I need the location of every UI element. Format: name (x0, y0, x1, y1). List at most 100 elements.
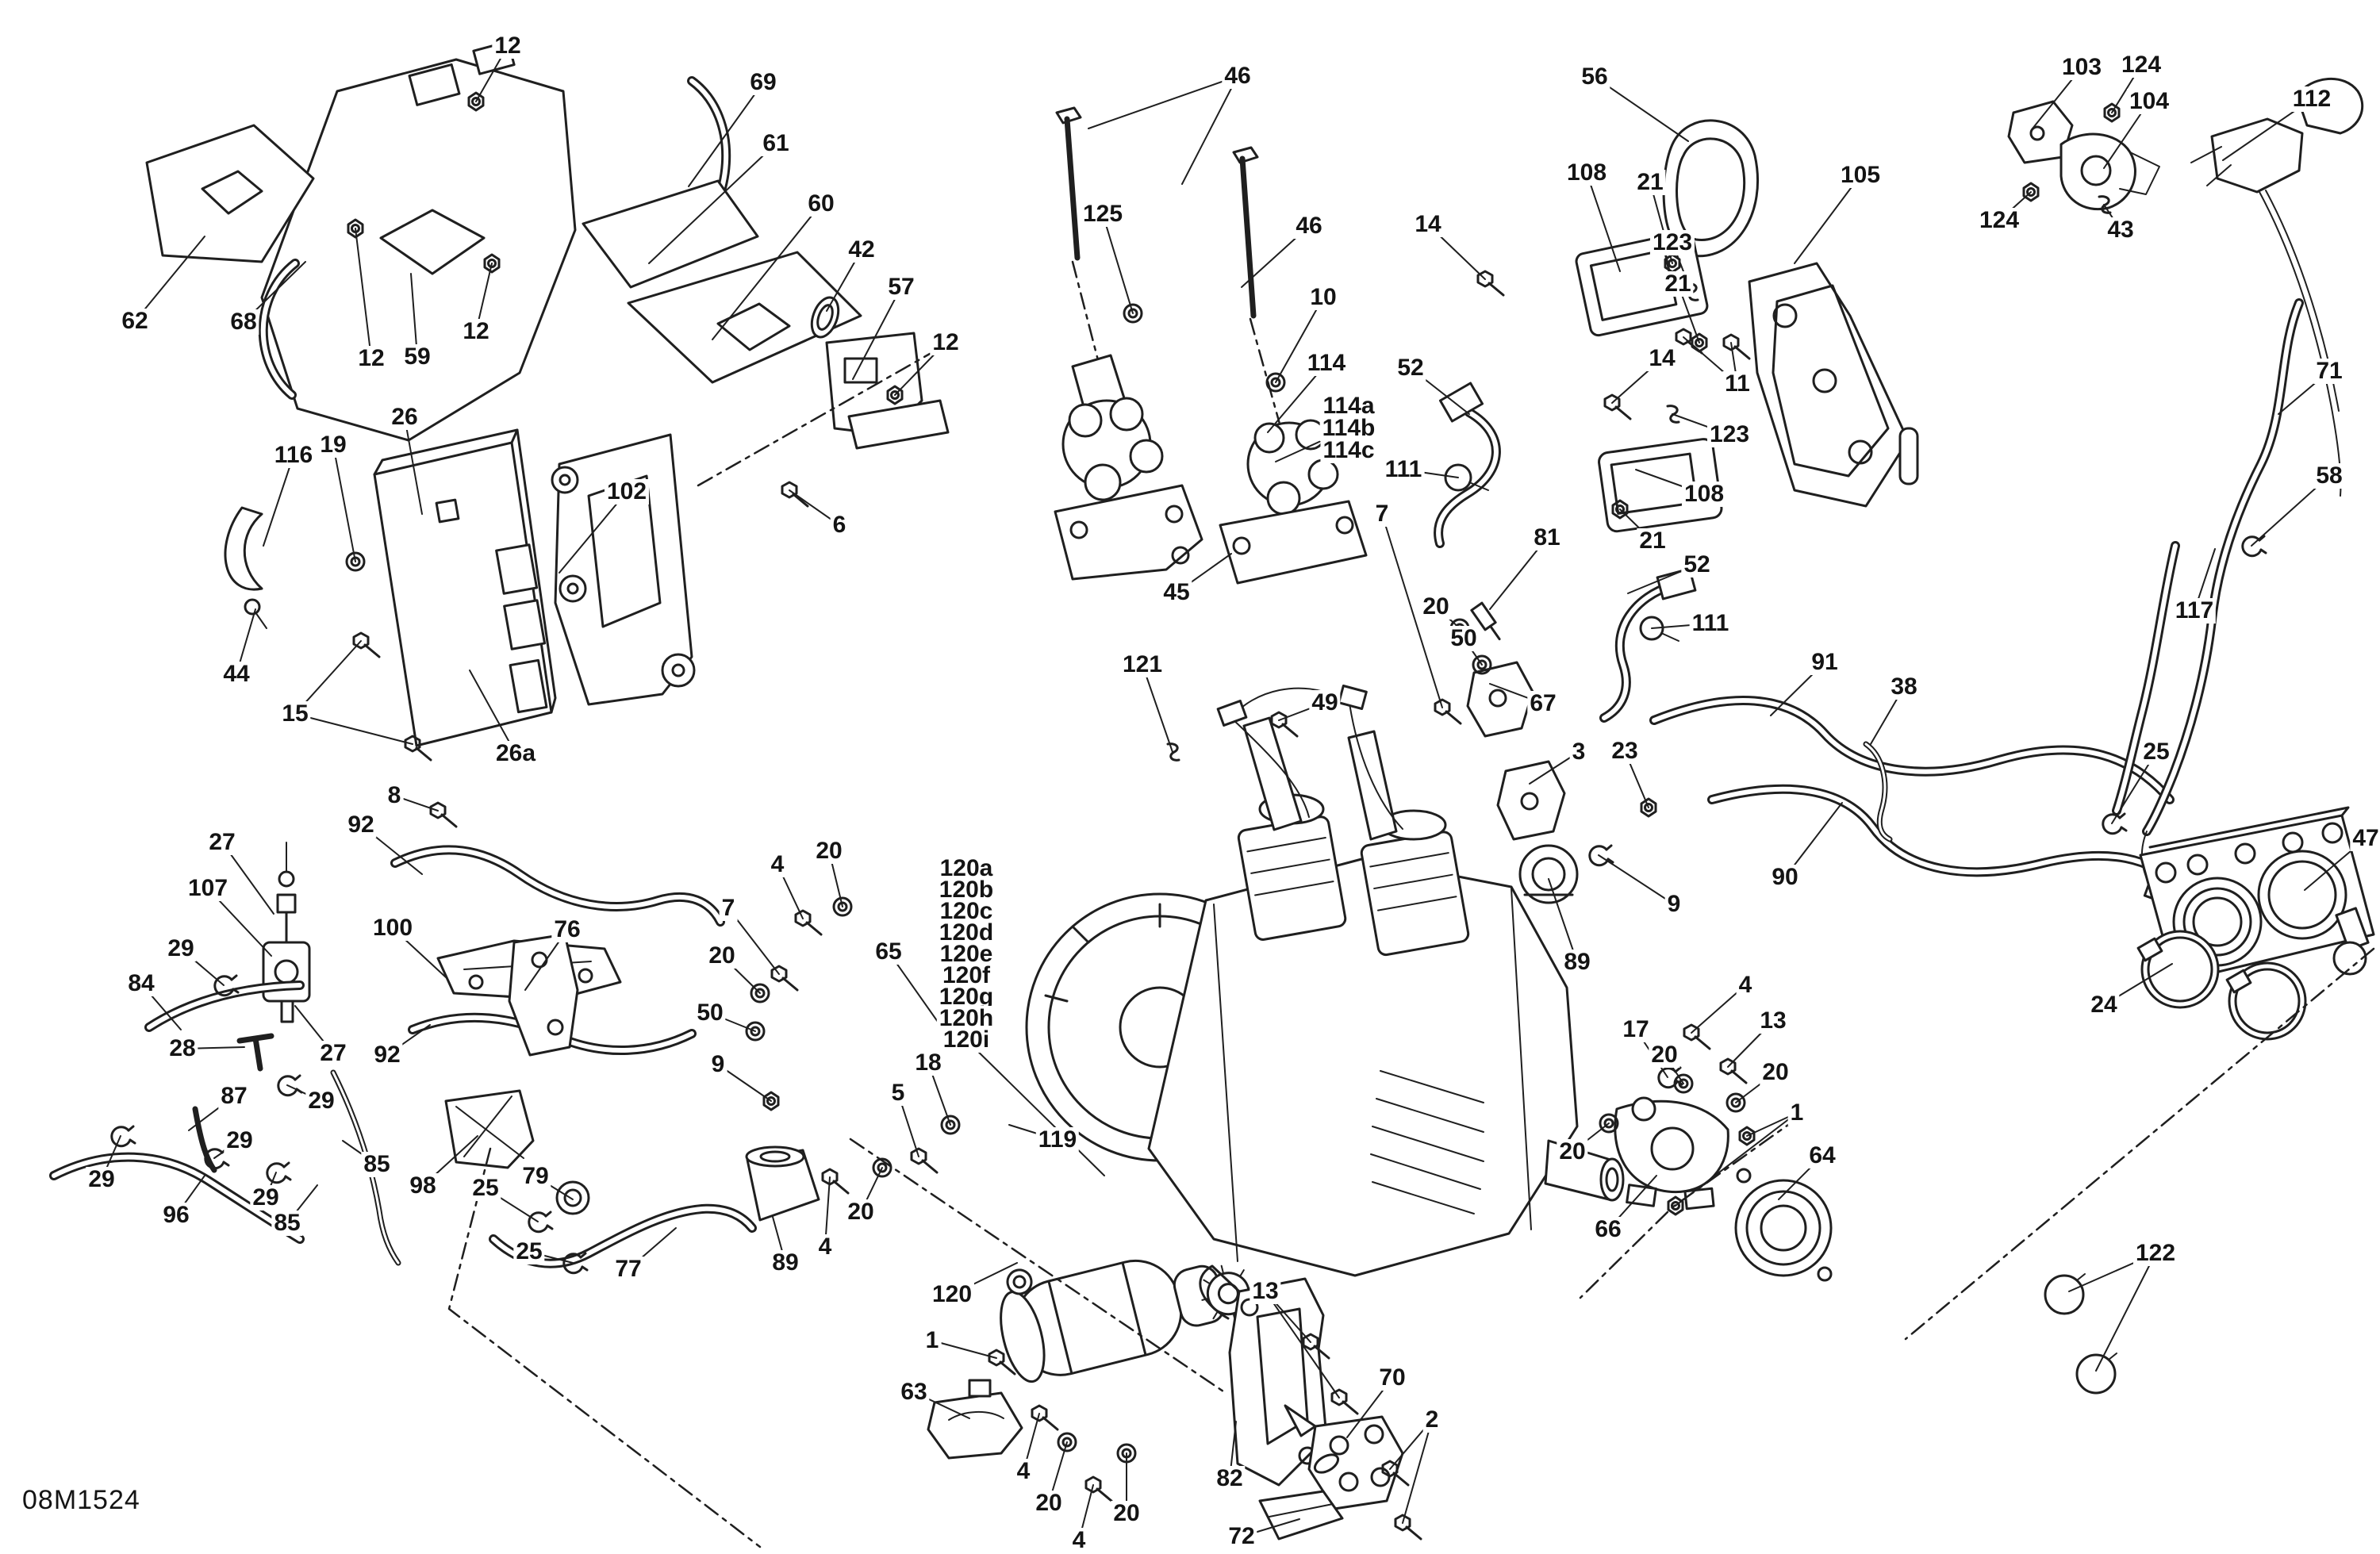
line-art-shape (1246, 836, 1334, 896)
line-art-shape (1071, 925, 1090, 944)
line-art-shape (1694, 1035, 1711, 1050)
fastener-glyph-nut (483, 253, 501, 274)
part-callout: 125 (1080, 201, 1126, 227)
part-callout: 120b (936, 877, 996, 903)
line-art-shape (671, 663, 685, 677)
part-callout: 9 (708, 1052, 727, 1077)
line-art-shape (1068, 403, 1103, 438)
line-art-shape (345, 551, 366, 572)
fastener-glyph-bolt (404, 735, 432, 762)
line-art-shape (2114, 543, 2178, 813)
part-callout: 4 (1736, 973, 1755, 998)
line-art-shape (266, 1162, 287, 1184)
ecu-and-bracket-illustration (224, 428, 696, 747)
part-callout: 19 (317, 432, 349, 458)
part-callout: 104 (2126, 89, 2172, 114)
part-callout: 72 (1226, 1524, 1257, 1549)
line-art-shape (1817, 1266, 1833, 1282)
line-art-shape (230, 974, 238, 981)
part-callout: 2 (1422, 1407, 1441, 1433)
fastener-glyph-washer (745, 1021, 766, 1042)
line-art-shape (1691, 332, 1708, 353)
line-art-shape (192, 1106, 217, 1173)
line-art-shape (129, 1138, 136, 1145)
line-art-shape (1671, 1201, 1680, 1211)
drawing-code: 08M1524 (22, 1485, 140, 1515)
line-art-shape (1338, 1472, 1359, 1492)
line-art-shape (1121, 1448, 1132, 1459)
part-callout: 82 (1214, 1466, 1246, 1491)
fastener-glyph-bolt (781, 481, 809, 508)
fastener-glyph-washer (1057, 1432, 1077, 1452)
part-callout: 25 (513, 1239, 545, 1264)
part-callout: 11 (1722, 371, 1752, 397)
line-art-shape (1302, 1333, 1319, 1351)
line-art-shape (1488, 689, 1507, 708)
line-art-shape (697, 352, 931, 487)
line-art-shape (2103, 102, 2121, 123)
line-art-shape (2241, 535, 2263, 558)
part-callout: 1 (923, 1328, 942, 1353)
line-art-shape (2186, 854, 2209, 876)
part-callout: 46 (1293, 213, 1325, 239)
line-art-shape (2148, 806, 2350, 849)
part-callout: 14 (1412, 212, 1444, 237)
line-art-shape (1055, 106, 1082, 125)
line-art-shape (2102, 813, 2123, 835)
line-art-shape (1237, 815, 1347, 941)
leader-line (712, 203, 822, 340)
line-art-shape (1330, 1388, 1348, 1406)
line-art-shape (528, 1211, 549, 1234)
line-art-shape (1603, 1118, 1614, 1129)
part-callout: 62 (119, 309, 151, 334)
line-art-shape (547, 1019, 564, 1036)
line-art-shape (890, 390, 900, 400)
part-callout: 20 (1557, 1139, 1588, 1165)
part-callout: 114b (1319, 416, 1378, 441)
leader-line (1142, 664, 1173, 753)
line-art-shape (872, 1157, 892, 1178)
line-art-shape (2026, 187, 2036, 197)
line-art-shape (1476, 659, 1488, 670)
part-callout: 17 (1620, 1017, 1652, 1042)
part-callout: 10 (1307, 285, 1339, 310)
line-art-shape (745, 1021, 766, 1042)
line-art-shape (750, 983, 770, 1003)
line-art-shape (544, 1211, 552, 1218)
line-art-shape (204, 1148, 225, 1170)
part-callout: 90 (1769, 865, 1801, 890)
line-art-shape (284, 1175, 292, 1181)
leader-lines-layer (101, 45, 2367, 1541)
line-art-shape (1240, 1298, 1259, 1317)
part-callout: 120a (937, 856, 996, 881)
line-art-shape (1232, 146, 1259, 164)
fastener-glyph-clamp (110, 1125, 136, 1148)
part-callout: 64 (1806, 1143, 1838, 1168)
part-callout: 123 (1706, 422, 1752, 447)
part-callout: 29 (165, 936, 197, 961)
line-art-shape (1335, 516, 1354, 535)
part-callout: 108 (1564, 160, 1610, 186)
line-art-shape (393, 847, 723, 924)
line-art-shape (2155, 861, 2177, 884)
line-art-shape (487, 259, 497, 268)
part-callout: 44 (221, 662, 252, 687)
part-callout: 15 (279, 701, 311, 727)
line-art-shape (350, 556, 361, 567)
fastener-glyph-nut (1667, 1195, 1684, 1216)
line-art-shape (1061, 1437, 1073, 1448)
part-callout: 52 (1395, 355, 1426, 381)
line-art-shape (1171, 546, 1190, 565)
fastener-glyph-bolt (988, 1349, 1016, 1376)
line-art-shape (1249, 317, 1284, 434)
fastener-glyph-bolt (1330, 1388, 1359, 1415)
part-callout: 120e (937, 942, 996, 967)
part-callout: 92 (371, 1042, 403, 1068)
line-art-shape (1745, 1190, 1821, 1266)
line-art-shape (1216, 700, 1248, 727)
line-art-shape (910, 1147, 927, 1165)
line-art-shape (222, 1161, 230, 1167)
line-art-shape (2029, 125, 2045, 141)
line-art-shape (1313, 1345, 1330, 1360)
